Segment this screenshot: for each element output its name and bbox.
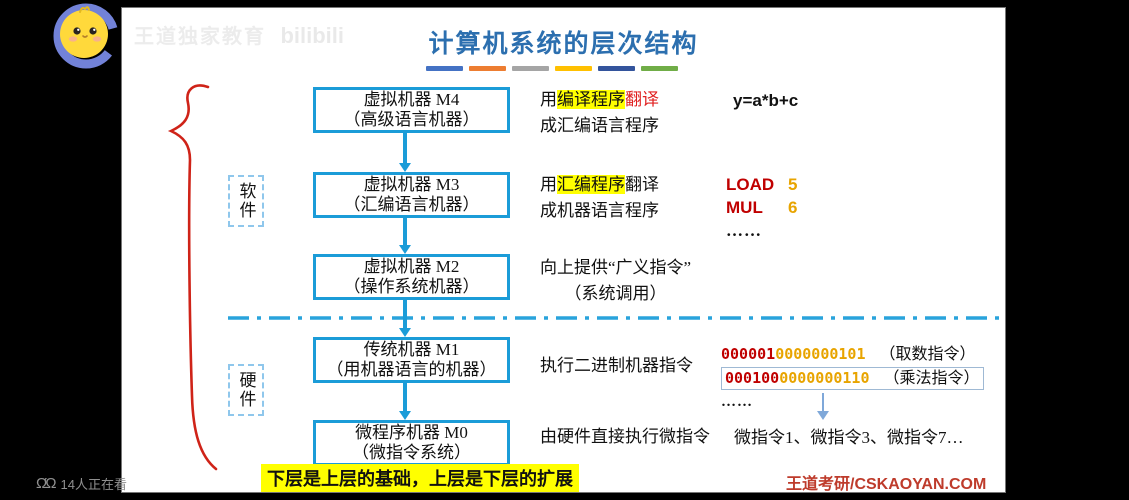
layer-name: 虚拟机器 M4 [363,90,460,109]
down-arrow-icon [399,133,411,172]
down-arrow-icon [399,383,411,420]
layer-subname: （微指令系统） [352,443,471,462]
binary-line: 0000010000000101 （取数指令） [721,344,984,365]
accent-bar [512,66,549,71]
avatar-hair-icon [79,6,90,13]
watermark-text: 王道独家教育 [134,26,266,48]
avatar-face [60,10,108,58]
binary-opcode: 000001 [721,345,776,363]
label-hardware: 硬件 [228,364,264,416]
asm-line: MUL 6 [726,196,797,219]
note-m0: 由硬件直接执行微指令 [540,427,710,446]
layer-subname: （用机器语言的机器） [326,360,497,379]
binary-label: （乘法指令） [883,370,980,387]
bilibili-logo: bilibili [280,23,345,48]
binary-label: （取数指令） [879,346,976,363]
asm-line: LOAD 5 [726,173,797,196]
binary-operand: 0000000110 [779,369,870,387]
asm-opcode: LOAD [726,175,775,194]
viewer-count-text: 14人正在看 [60,477,127,492]
slide: 计算机系统的层次结构 软件 硬件 虚拟机器 M4 （高级语言机器） 虚拟机器 M… [121,7,1006,493]
channel-watermark: 王道独家教育 bilibili [134,20,344,49]
note-m3: 用汇编程序翻译 成机器语言程序 [540,172,659,224]
layer-box-m0: 微程序机器 M0 （微指令系统） [313,420,510,466]
note-m2: 向上提供“广义指令” （系统调用） [540,255,691,307]
micro-instruction-example: 微指令1、微指令3、微指令7… [734,428,964,447]
annotation-overlay [167,84,1003,471]
down-arrow-icon [399,300,411,337]
layer-subname: （操作系统机器） [343,277,480,296]
avatar-blush [68,36,78,42]
layer-box-m3: 虚拟机器 M3 （汇编语言机器） [313,172,510,218]
layer-name: 虚拟机器 M2 [363,257,460,276]
highlighted-term: 编译程序 [557,90,625,109]
uploader-avatar[interactable] [52,2,120,70]
layer-subname: （高级语言机器） [343,110,480,129]
note-text: 用 [540,175,557,194]
red-term: 翻译 [625,90,659,109]
ellipsis: …… [721,394,753,410]
layer-name: 虚拟机器 M3 [363,175,460,194]
footer-note: 下层是上层的基础，上层是下层的扩展 [261,464,579,492]
note-m4: 用编译程序翻译 成汇编语言程序 [540,87,659,139]
watching-eyes-icon: ΩΏ [36,475,56,492]
page-title: 计算机系统的层次结构 [428,30,699,58]
hll-code-example: y=a*b+c [733,91,799,110]
asm-operand: 6 [788,198,798,217]
note-m1: 执行二进制机器指令 [540,356,693,375]
red-brace-annotation [167,84,218,471]
assembly-example: LOAD 5 MUL 6 …… [726,173,797,242]
note-text: 成汇编语言程序 [540,116,659,135]
layer-name: 传统机器 M1 [363,340,460,359]
binary-operand: 0000000101 [775,345,866,363]
note-text: 用 [540,90,557,109]
brand-watermark: 王道考研/CSKAOYAN.COM [786,476,987,493]
accent-bar [555,66,592,71]
binary-line-boxed: 0001000000000110 （乘法指令） [721,367,984,390]
down-arrow-icon [399,218,411,254]
accent-bar [469,66,506,71]
layer-subname: （汇编语言机器） [343,195,480,214]
avatar-eye-glint [93,28,96,31]
layer-name: 微程序机器 M0 [355,423,468,442]
accent-bars [426,66,678,71]
note-text: 翻译 [625,175,659,194]
label-software: 软件 [228,175,264,227]
asm-operand: 5 [788,175,798,194]
avatar-mouth [82,35,88,38]
layer-box-m1: 传统机器 M1 （用机器语言的机器） [313,337,510,383]
viewer-count: ΩΏ 14人正在看 [36,474,127,493]
layer-box-m4: 虚拟机器 M4 （高级语言机器） [313,87,510,133]
accent-bar [598,66,635,71]
note-text: 向上提供“广义指令” [540,258,692,277]
avatar-eye [89,27,97,35]
avatar-blush [92,36,102,42]
ellipsis: …… [726,221,762,240]
note-text: （系统调用） [564,284,667,303]
highlighted-term: 汇编程序 [557,175,625,194]
accent-bar [426,66,463,71]
binary-opcode: 000100 [725,369,780,387]
accent-bar [641,66,678,71]
binary-example: 0000010000000101 （取数指令） 0001000000000110 （… [721,344,984,413]
avatar-eye-glint [77,28,80,31]
layer-box-m2: 虚拟机器 M2 （操作系统机器） [313,254,510,300]
note-text: 成机器语言程序 [540,201,659,220]
asm-opcode: MUL [726,198,763,217]
avatar-eye [73,27,81,35]
